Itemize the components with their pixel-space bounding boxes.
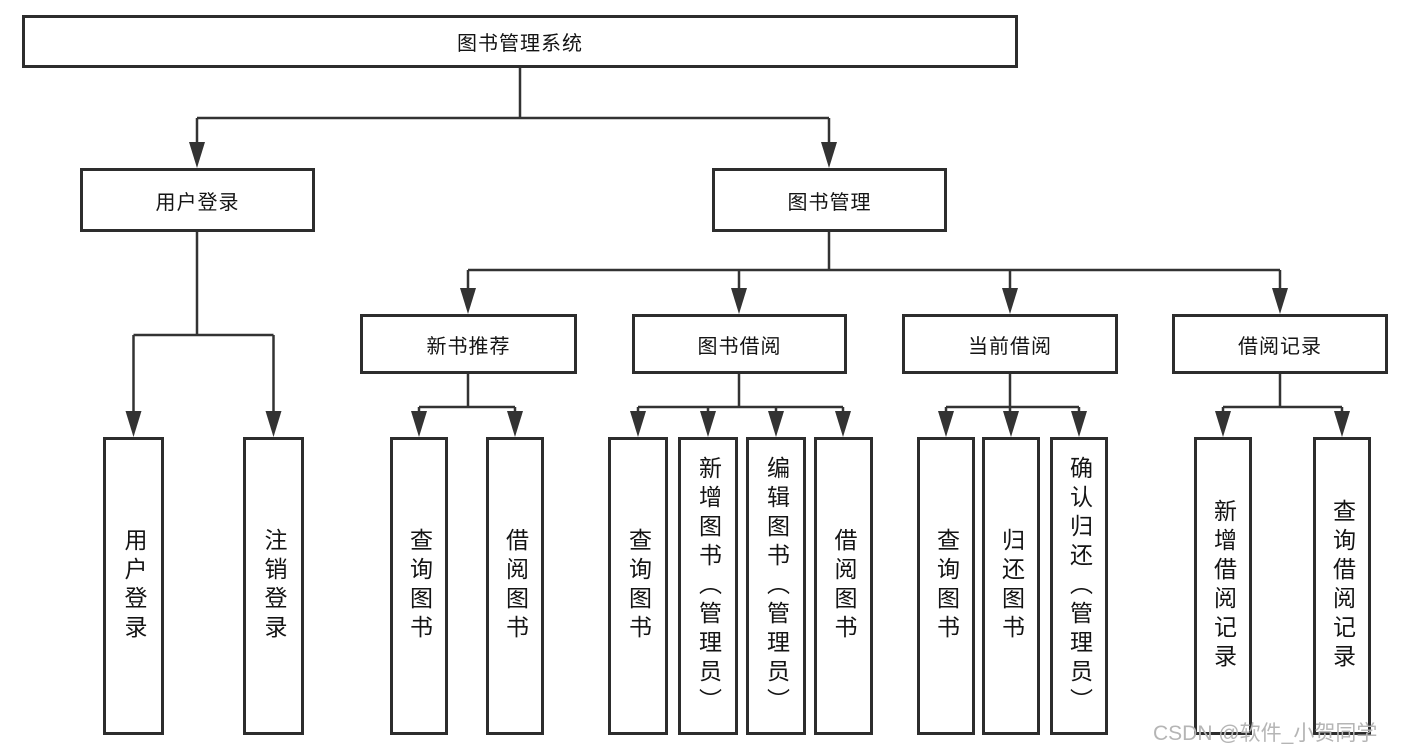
leaf-user-login: 用户登录: [103, 437, 164, 735]
connector-borrow-records-children: [1215, 374, 1350, 437]
leaf-borrow-query-books: 查询图书: [608, 437, 668, 735]
node-library-system-label: 图书管理系统: [457, 33, 583, 55]
csdn-watermark: CSDN @软件_小贺同学: [1153, 722, 1378, 745]
node-library-system: 图书管理系统: [22, 15, 1018, 68]
connector-book-borrow-children: [630, 374, 851, 437]
node-user-login: 用户登录: [80, 168, 315, 232]
leaf-add-borrow-record: 新增借阅记录: [1194, 437, 1252, 735]
node-borrow-records-label: 借阅记录: [1238, 335, 1322, 358]
connector-current-borrow-children: [938, 374, 1087, 437]
node-borrow-records: 借阅记录: [1172, 314, 1388, 374]
leaf-return-books: 归还图书: [982, 437, 1040, 735]
node-current-borrow-label: 当前借阅: [968, 335, 1052, 358]
leaf-query-borrow-record: 查询借阅记录: [1313, 437, 1371, 735]
leaf-recommend-borrow-books: 借阅图书: [486, 437, 544, 735]
connector-root-to-level2: [189, 68, 837, 168]
leaf-recommend-query-books: 查询图书: [390, 437, 448, 735]
connector-user-login-children: [125, 232, 282, 437]
node-book-management-label: 图书管理: [787, 191, 872, 214]
connector-book-management-children: [460, 232, 1288, 314]
node-new-book-recommend: 新书推荐: [360, 314, 577, 374]
leaf-edit-books-admin: 编辑图书（管理员）: [746, 437, 806, 735]
node-current-borrow: 当前借阅: [902, 314, 1118, 374]
node-book-management: 图书管理: [712, 168, 947, 232]
node-book-borrow: 图书借阅: [632, 314, 847, 374]
leaf-confirm-return-admin: 确认归还（管理员）: [1050, 437, 1108, 735]
node-new-book-recommend-label: 新书推荐: [426, 335, 511, 358]
leaf-logout: 注销登录: [243, 437, 304, 735]
node-book-borrow-label: 图书借阅: [697, 335, 782, 358]
leaf-add-books-admin: 新增图书（管理员）: [678, 437, 738, 735]
connector-new-book-recommend-children: [411, 374, 523, 437]
leaf-borrow-books: 借阅图书: [814, 437, 873, 735]
leaf-current-query-books: 查询图书: [917, 437, 975, 735]
node-user-login-label: 用户登录: [155, 191, 240, 214]
